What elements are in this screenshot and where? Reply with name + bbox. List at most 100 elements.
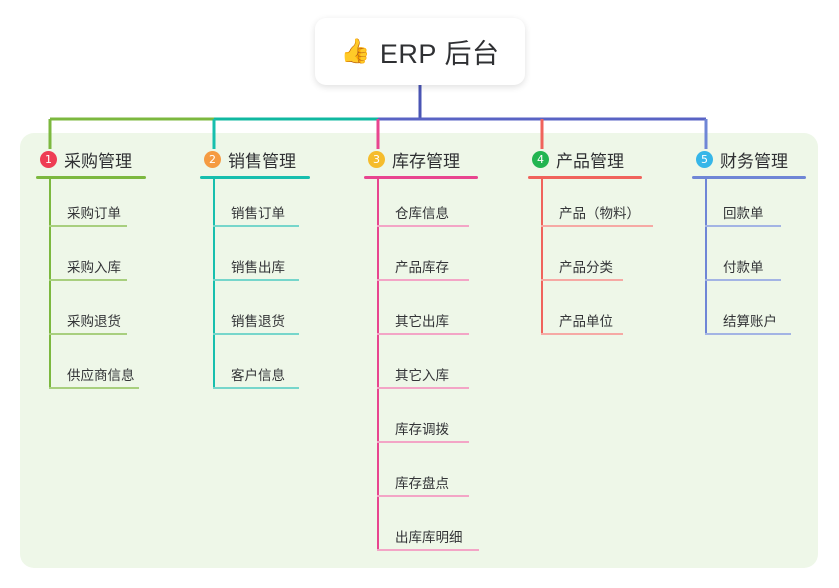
leaf-item[interactable]: 库存调拨 — [364, 395, 478, 449]
leaf-item[interactable]: 销售退货 — [200, 287, 310, 341]
leaf-underline — [705, 279, 781, 281]
branch-spine — [377, 179, 379, 551]
leaf-underline — [49, 279, 127, 281]
leaf-list: 产品（物料） 产品分类产品单位 — [528, 179, 653, 341]
leaf-underline — [377, 333, 469, 335]
branch-underline — [692, 176, 806, 179]
leaf-item[interactable]: 结算账户 — [692, 287, 806, 341]
leaf-underline — [49, 387, 139, 389]
branch-column-4: 4 产品管理产品（物料） 产品分类产品单位 — [528, 146, 653, 341]
leaf-item-label: 产品库存 — [395, 260, 449, 275]
leaf-item[interactable]: 付款单 — [692, 233, 806, 287]
branch-column-3: 3 库存管理仓库信息产品库存其它出库其它入库库存调拨库存盘点出库库明细 — [364, 146, 479, 557]
leaf-list: 采购订单采购入库采购退货供应商信息 — [36, 179, 146, 395]
leaf-underline — [377, 441, 469, 443]
leaf-item[interactable]: 采购入库 — [36, 233, 146, 287]
leaf-list: 销售订单销售出库销售退货客户信息 — [200, 179, 310, 395]
leaf-list: 仓库信息产品库存其它出库其它入库库存调拨库存盘点出库库明细 — [364, 179, 479, 557]
branch-underline — [364, 176, 478, 179]
leaf-item-label: 采购退货 — [67, 314, 121, 329]
leaf-item-label: 其它入库 — [395, 368, 449, 383]
leaf-item-label: 销售出库 — [231, 260, 285, 275]
branch-underline — [36, 176, 146, 179]
branch-number-badge: 4 — [532, 150, 549, 168]
leaf-item[interactable]: 产品库存 — [364, 233, 478, 287]
leaf-item-label: 结算账户 — [723, 314, 777, 329]
leaf-item-label: 产品（物料） — [559, 206, 640, 221]
branch-column-1: 1 采购管理采购订单采购入库采购退货供应商信息 — [36, 146, 146, 395]
leaf-item-label: 客户信息 — [231, 368, 285, 383]
leaf-underline — [541, 333, 623, 335]
leaf-item-label: 库存盘点 — [395, 476, 449, 491]
root-node[interactable]: 👍 ERP 后台 — [315, 18, 525, 85]
branch-column-2: 2 销售管理销售订单销售出库销售退货客户信息 — [200, 146, 310, 395]
branch-spine — [541, 179, 543, 335]
leaf-item[interactable]: 产品分类 — [528, 233, 642, 287]
leaf-item-label: 供应商信息 — [67, 368, 135, 383]
leaf-underline — [49, 333, 127, 335]
branch-title: 产品管理 — [556, 151, 624, 171]
leaf-item[interactable]: 产品单位 — [528, 287, 642, 341]
branch-header-4[interactable]: 4 产品管理 — [528, 146, 642, 172]
leaf-item[interactable]: 仓库信息 — [364, 179, 478, 233]
leaf-item-label: 其它出库 — [395, 314, 449, 329]
leaf-item-label: 回款单 — [723, 206, 764, 221]
leaf-underline — [541, 279, 623, 281]
branch-title: 采购管理 — [64, 151, 132, 171]
branch-title: 财务管理 — [720, 151, 788, 171]
leaf-item[interactable]: 供应商信息 — [36, 341, 146, 395]
branch-spine — [49, 179, 51, 389]
leaf-item[interactable]: 产品（物料） — [528, 179, 653, 233]
leaf-underline — [377, 225, 469, 227]
leaf-item[interactable]: 其它出库 — [364, 287, 478, 341]
branch-title: 库存管理 — [392, 151, 460, 171]
leaf-item-label: 产品分类 — [559, 260, 613, 275]
leaf-item[interactable]: 销售订单 — [200, 179, 310, 233]
leaf-item-label: 付款单 — [723, 260, 764, 275]
leaf-item[interactable]: 采购订单 — [36, 179, 146, 233]
leaf-item-label: 采购入库 — [67, 260, 121, 275]
leaf-item[interactable]: 库存盘点 — [364, 449, 478, 503]
leaf-underline — [705, 333, 791, 335]
leaf-item-label: 产品单位 — [559, 314, 613, 329]
root-node-label: 👍 ERP 后台 — [341, 32, 500, 71]
leaf-item[interactable]: 其它入库 — [364, 341, 478, 395]
leaf-underline — [705, 225, 781, 227]
branch-number-badge: 3 — [368, 150, 385, 168]
leaf-underline — [377, 279, 469, 281]
branch-number-badge: 1 — [40, 150, 57, 168]
leaf-underline — [213, 333, 299, 335]
root-title-text: ERP 后台 — [379, 39, 500, 69]
branch-title: 销售管理 — [228, 151, 296, 171]
branch-header-5[interactable]: 5 财务管理 — [692, 146, 806, 172]
thumbs-up-icon: 👍 — [340, 37, 371, 65]
leaf-underline — [213, 279, 299, 281]
branch-number-badge: 2 — [204, 150, 221, 168]
leaf-item[interactable]: 销售出库 — [200, 233, 310, 287]
branch-header-3[interactable]: 3 库存管理 — [364, 146, 478, 172]
leaf-underline — [541, 225, 653, 227]
leaf-underline — [377, 387, 469, 389]
leaf-item-label: 销售订单 — [231, 206, 285, 221]
leaf-underline — [49, 225, 127, 227]
leaf-item[interactable]: 出库库明细 — [364, 503, 479, 557]
branch-column-5: 5 财务管理回款单付款单结算账户 — [692, 146, 806, 341]
branch-header-2[interactable]: 2 销售管理 — [200, 146, 310, 172]
leaf-item-label: 仓库信息 — [395, 206, 449, 221]
leaf-underline — [213, 225, 299, 227]
branch-underline — [200, 176, 310, 179]
branch-number-badge: 5 — [696, 150, 713, 168]
leaf-underline — [213, 387, 299, 389]
leaf-item[interactable]: 回款单 — [692, 179, 806, 233]
branch-header-1[interactable]: 1 采购管理 — [36, 146, 146, 172]
branch-spine — [705, 179, 707, 335]
leaf-list: 回款单付款单结算账户 — [692, 179, 806, 341]
branch-spine — [213, 179, 215, 389]
leaf-underline — [377, 549, 479, 551]
leaf-underline — [377, 495, 469, 497]
leaf-item-label: 销售退货 — [231, 314, 285, 329]
leaf-item[interactable]: 客户信息 — [200, 341, 310, 395]
branch-underline — [528, 176, 642, 179]
leaf-item[interactable]: 采购退货 — [36, 287, 146, 341]
